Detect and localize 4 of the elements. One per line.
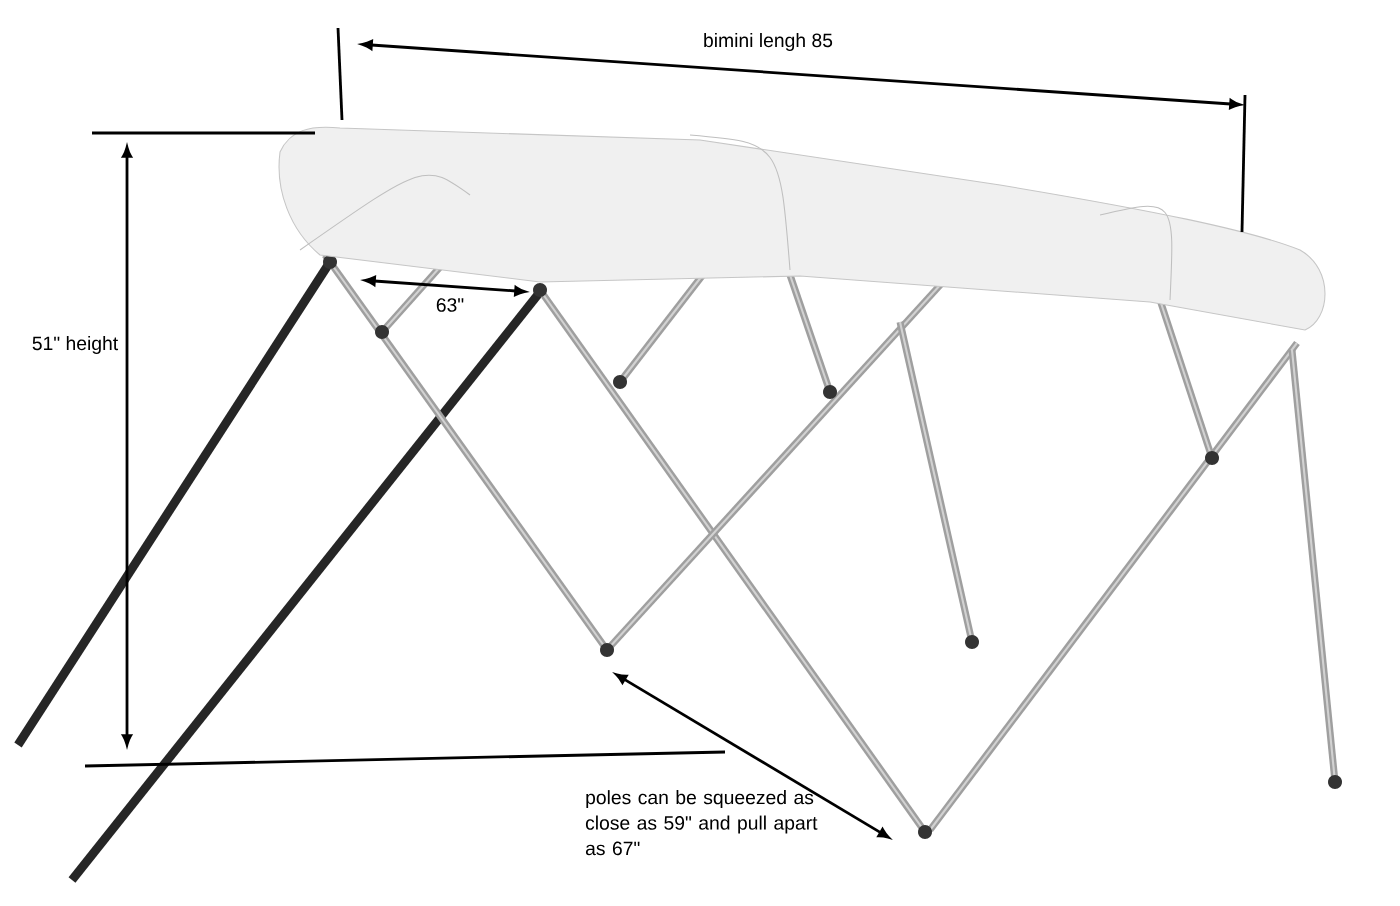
- dimension-label: 51" height: [30, 334, 120, 356]
- dimension-label: poles can be squeezed as close as 59" and pull apart as 67": [585, 790, 818, 856]
- dimension-label: bimini lengh 85: [701, 31, 835, 53]
- dimension-label: 63": [434, 296, 466, 314]
